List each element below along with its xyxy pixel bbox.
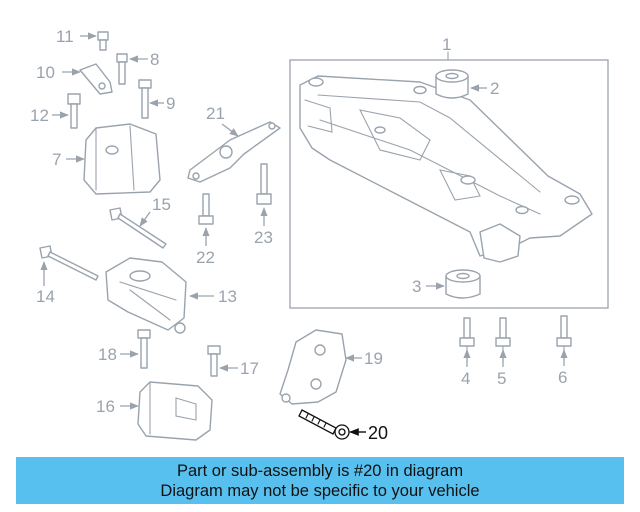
leader-lines: [40, 32, 568, 436]
part-11-bolt: [97, 31, 109, 51]
callout-3: 3: [412, 277, 421, 296]
part-3-bushing: [445, 269, 481, 299]
part-7-engine-mount: [83, 123, 161, 195]
callout-8: 8: [150, 50, 159, 69]
callout-11: 11: [56, 27, 74, 46]
part-9-bolt: [138, 79, 152, 119]
part-23-bolt: [256, 163, 272, 205]
callout-4: 4: [461, 369, 470, 388]
part-19-bracket: [279, 329, 347, 405]
callout-20-highlighted: 20: [368, 423, 388, 443]
part-13-transmission-mount: [105, 257, 187, 334]
callout-19: 19: [364, 349, 383, 368]
callout-16: 16: [96, 397, 115, 416]
banner-line-1: Part or sub-assembly is #20 in diagram: [176, 462, 464, 480]
part-18-bolt: [137, 329, 151, 369]
callout-21: 21: [206, 104, 225, 123]
callout-23: 23: [254, 228, 273, 247]
callout-18: 18: [98, 345, 117, 364]
callout-17: 17: [240, 359, 259, 378]
callout-22: 22: [196, 248, 215, 267]
callout-10: 10: [36, 63, 55, 82]
part-17-bolt: [207, 345, 221, 377]
callout-12: 12: [30, 106, 49, 125]
part-5-bolt: [495, 317, 511, 363]
callout-9: 9: [166, 94, 175, 113]
callout-14: 14: [36, 287, 55, 306]
callout-15: 15: [152, 195, 171, 214]
callout-2: 2: [490, 79, 499, 98]
part-20-bolt-highlighted: [298, 409, 350, 440]
part-12-bolt: [67, 93, 81, 129]
part-8-bolt: [116, 53, 128, 85]
subframe-assembly: [289, 51, 609, 309]
info-banner: Part or sub-assembly is #20 in diagram D…: [16, 457, 624, 504]
callout-6: 6: [558, 368, 567, 387]
callout-13: 13: [218, 287, 237, 306]
part-14-bolt: [39, 245, 99, 281]
part-15-bolt: [109, 207, 167, 249]
callout-5: 5: [497, 369, 506, 388]
part-16-mount: [137, 381, 213, 441]
part-21-bracket: [187, 121, 281, 183]
banner-line-2: Diagram may not be specific to your vehi…: [160, 482, 480, 500]
part-6-bolt: [556, 315, 572, 361]
part-10-bracket: [79, 63, 113, 95]
callout-7: 7: [52, 150, 61, 169]
part-22-bolt: [198, 193, 214, 225]
callout-1: 1: [442, 35, 451, 54]
parts-diagram: 1 2 3 4 5 6 7 8 9 10 11 12 13 14 15 16 1…: [30, 27, 609, 443]
part-2-bushing: [435, 69, 469, 99]
